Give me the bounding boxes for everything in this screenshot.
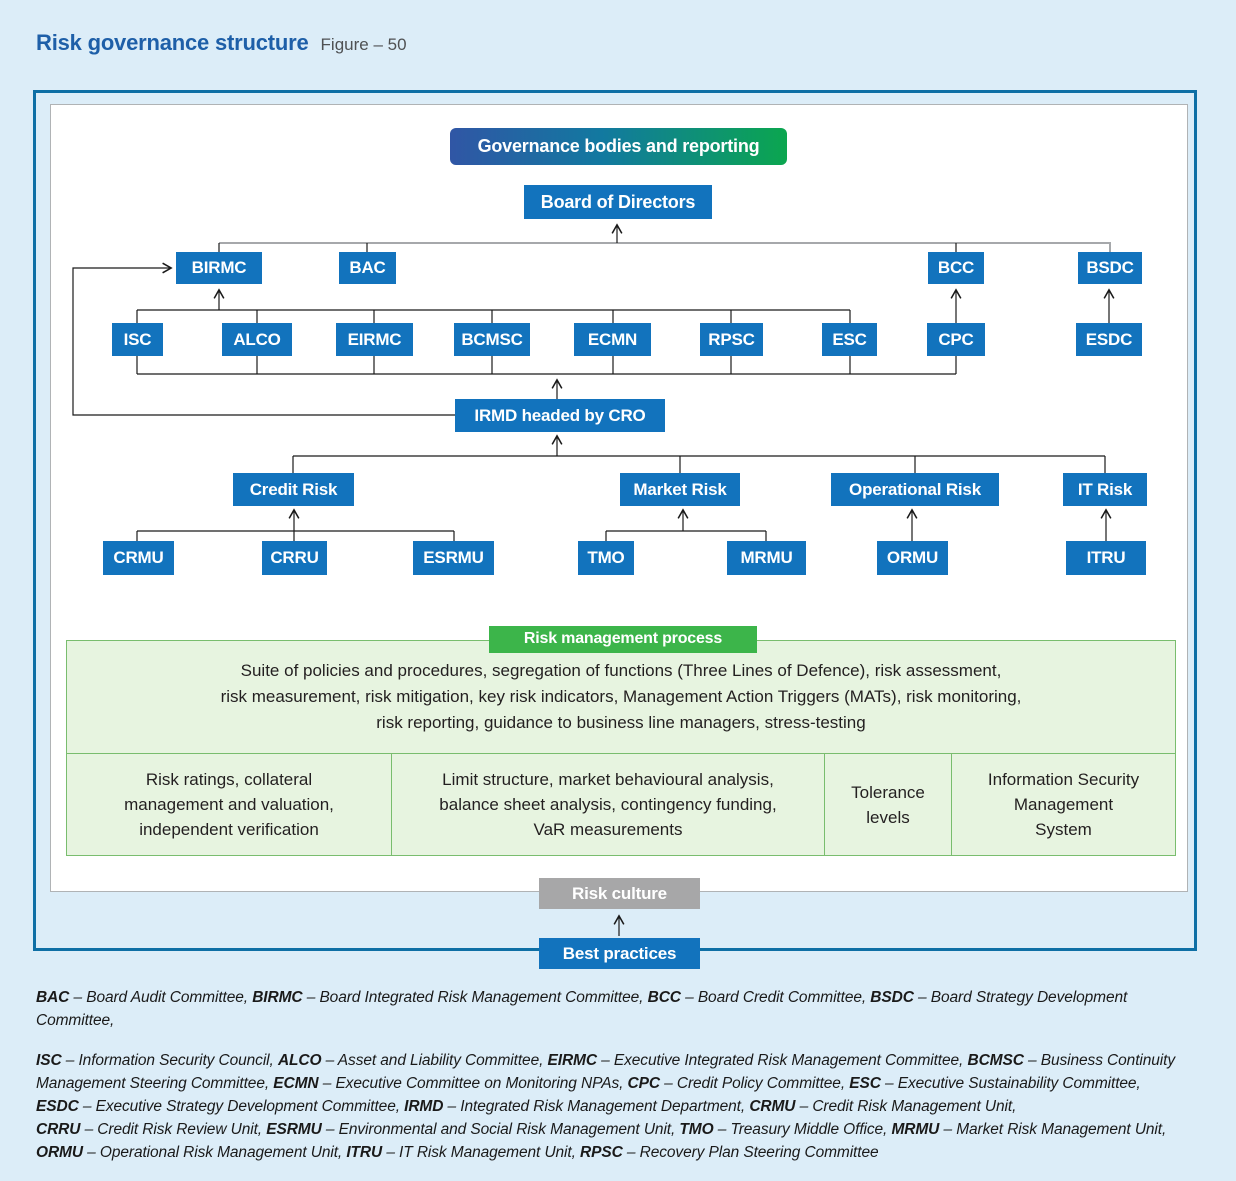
legend-line: ESDC – Executive Strategy Development Co… [36, 1098, 1017, 1115]
figure-header: Risk governance structure Figure – 50 [36, 30, 407, 56]
risk-process-panel: Suite of policies and procedures, segreg… [66, 640, 1176, 856]
node-cpc: CPC [927, 323, 985, 356]
risk-process-cell-credit-tools: Risk ratings, collateral management and … [67, 754, 392, 855]
risk-process-summary: Suite of policies and procedures, segreg… [67, 641, 1175, 754]
node-birmc: BIRMC [176, 252, 262, 284]
node-irmd: IRMD headed by CRO [455, 399, 665, 432]
risk-process-cell-isms: Information Security Management System [987, 770, 1140, 839]
node-bcmsc: BCMSC [454, 323, 530, 356]
node-bcc: BCC [928, 252, 984, 284]
node-ormu: ORMU [877, 541, 948, 575]
risk-process-cells: Risk ratings, collateral management and … [67, 754, 1175, 855]
node-esdc: ESDC [1076, 323, 1142, 356]
risk-process-cell-tolerance-levels: Tolerance levels [825, 754, 952, 855]
node-operational-risk: Operational Risk [831, 473, 999, 506]
legend-line: ORMU – Operational Risk Management Unit,… [36, 1144, 879, 1161]
legend-line: CRRU – Credit Risk Review Unit, ESRMU – … [36, 1121, 1167, 1138]
node-eirmc: EIRMC [336, 323, 413, 356]
node-market-risk: Market Risk [620, 473, 740, 506]
risk-process-cell-market-tools: Limit structure, market behavioural anal… [392, 754, 825, 855]
node-ecmn: ECMN [574, 323, 651, 356]
risk-process-header: Risk management process [489, 626, 757, 653]
node-tmo: TMO [578, 541, 634, 575]
legend-line: BAC – Board Audit Committee, BIRMC – Boa… [36, 989, 1128, 1029]
node-board-of-directors: Board of Directors [524, 185, 712, 219]
legend-line: ISC – Information Security Council, ALCO… [36, 1052, 1175, 1069]
figure-number: Figure – 50 [320, 35, 407, 54]
node-rpsc: RPSC [700, 323, 763, 356]
legend-paragraph: BAC – Board Audit Committee, BIRMC – Boa… [36, 986, 1202, 1032]
node-bsdc: BSDC [1078, 252, 1142, 284]
legend-paragraph: ISC – Information Security Council, ALCO… [36, 1049, 1202, 1164]
node-governance-header: Governance bodies and reporting [450, 128, 787, 165]
node-itru: ITRU [1066, 541, 1146, 575]
page-title: Risk governance structure [36, 30, 309, 55]
node-crru: CRRU [262, 541, 327, 575]
legend-line: Management Steering Committee, ECMN – Ex… [36, 1075, 1141, 1092]
node-crmu: CRMU [103, 541, 174, 575]
page: { "page": { "title": "Risk governance st… [33, 30, 1197, 1161]
legend: BAC – Board Audit Committee, BIRMC – Boa… [36, 986, 1202, 1181]
node-bac: BAC [339, 252, 396, 284]
node-esc: ESC [822, 323, 877, 356]
node-credit-risk: Credit Risk [233, 473, 354, 506]
node-isc: ISC [112, 323, 163, 356]
node-esrmu: ESRMU [413, 541, 494, 575]
node-it-risk: IT Risk [1063, 473, 1147, 506]
node-mrmu: MRMU [727, 541, 806, 575]
node-alco: ALCO [222, 323, 292, 356]
node-risk-culture: Risk culture [539, 878, 700, 909]
node-best-practices: Best practices [539, 938, 700, 969]
